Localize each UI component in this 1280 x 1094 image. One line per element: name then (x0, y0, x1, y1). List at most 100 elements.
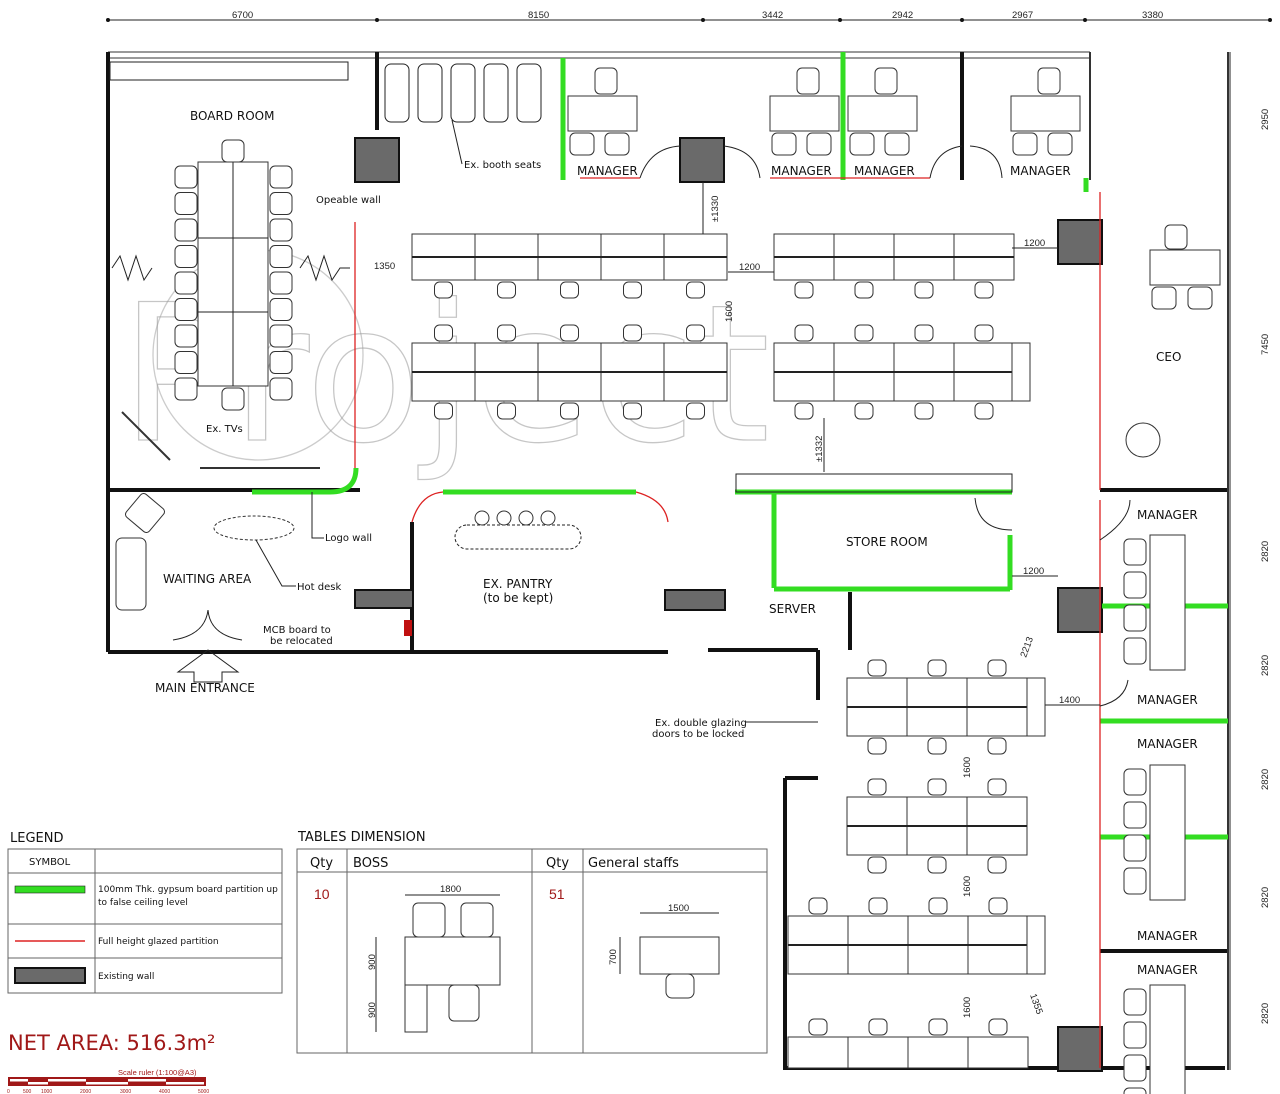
chair (874, 67, 898, 95)
desk (1149, 534, 1186, 671)
room-manager-3: MANAGER (854, 164, 915, 178)
desk (537, 371, 602, 402)
chair (1123, 801, 1147, 829)
board-room-credenza (109, 61, 349, 81)
dim-aisle-v: 1600 (724, 301, 735, 322)
dim-top-5: 2967 (1012, 10, 1033, 21)
chair (497, 402, 516, 420)
chair (686, 281, 705, 299)
chair (269, 351, 293, 374)
scale-title: Scale ruler (1:100@A3) (118, 1068, 197, 1077)
legend-glazed-label: Full height glazed partition (98, 937, 219, 947)
chair (269, 165, 293, 189)
chair (806, 132, 832, 156)
chair (867, 737, 887, 755)
desk (966, 677, 1028, 708)
room-pantry-note: (to be kept) (483, 591, 553, 605)
chair (987, 737, 1007, 755)
chair (434, 402, 453, 420)
chair (497, 324, 516, 342)
desk (773, 342, 835, 373)
chair (174, 324, 198, 348)
dim-row-gap-3: 1600 (962, 997, 973, 1018)
desk (1026, 677, 1046, 737)
armchair (125, 493, 165, 533)
desk (966, 796, 1028, 827)
desk (474, 256, 539, 281)
note-hot-desk: Hot desk (297, 582, 341, 593)
desk (411, 233, 476, 258)
chair (269, 298, 293, 321)
staff-desk-diagram: 1500 700 (608, 903, 720, 999)
desk (907, 915, 969, 946)
tables-header-boss: BOSS (353, 856, 388, 871)
desk (600, 256, 665, 281)
chair (1123, 637, 1147, 665)
legend-gypsum-label-2: to false ceiling level (98, 898, 188, 908)
sofa (115, 537, 147, 611)
desk (833, 233, 895, 258)
chair (854, 402, 874, 420)
chair (497, 281, 516, 299)
pantry-counter (454, 524, 582, 550)
dim-diag-bottom: 1355 (1027, 992, 1045, 1016)
desk (893, 371, 955, 402)
dim-ceo-gap: 1200 (1024, 238, 1045, 249)
dim-right-6: 2820 (1260, 887, 1271, 908)
desk (600, 233, 665, 258)
chair (987, 778, 1007, 796)
room-manager-9: MANAGER (1137, 963, 1198, 977)
chair (771, 132, 797, 156)
chair (987, 856, 1007, 874)
chair (1012, 132, 1038, 156)
dim-right-4: 2820 (1260, 655, 1271, 676)
chair (867, 659, 887, 677)
desk (907, 1036, 969, 1069)
note-mcb-2: be relocated (270, 636, 333, 647)
desk (846, 677, 908, 708)
chair (1123, 867, 1147, 895)
dim-booth-gap: ±1330 (710, 196, 721, 222)
chair (1047, 132, 1073, 156)
desk (953, 371, 1015, 402)
booth-seats (384, 63, 542, 123)
chair (1151, 286, 1177, 310)
desk (846, 796, 908, 827)
dim-row-gap-1: 1600 (962, 757, 973, 778)
chair (928, 897, 948, 915)
chair (1187, 286, 1213, 310)
desk (967, 915, 1029, 946)
desk (847, 915, 909, 946)
tables-header-qty-staff: Qty (546, 856, 569, 871)
desk (1026, 915, 1046, 975)
scale-tick: 500 (23, 1089, 32, 1094)
tables-title: TABLES DIMENSION (297, 830, 426, 845)
chair (686, 324, 705, 342)
chair (1037, 67, 1061, 95)
note-booth-seats: Ex. booth seats (464, 160, 541, 171)
room-ceo: CEO (1156, 350, 1181, 364)
dim-diag-top: 2213 (1018, 635, 1036, 659)
desk (787, 1036, 849, 1069)
chair (914, 402, 934, 420)
chair (884, 132, 910, 156)
chair (854, 324, 874, 342)
desk (906, 677, 968, 708)
chair (808, 897, 828, 915)
chair (269, 192, 293, 215)
desk (967, 1036, 1029, 1069)
dim-top-4: 2942 (892, 10, 913, 21)
chair (988, 897, 1008, 915)
dim-right-5: 2820 (1260, 769, 1271, 790)
desk (906, 706, 968, 737)
chair (974, 281, 994, 299)
chair (623, 281, 642, 299)
chair (623, 402, 642, 420)
chair (604, 132, 630, 156)
annotations: Ex. booth seats Opeable wall Ex. TVs Log… (111, 119, 818, 740)
desk (474, 371, 539, 402)
inner-dimensions: 1350 ±1330 1200 1600 1200 ±1332 1200 140… (374, 182, 1100, 1018)
dim-top-6: 3380 (1142, 10, 1163, 21)
desk (906, 825, 968, 856)
dim-right-1: 2950 (1260, 109, 1271, 130)
